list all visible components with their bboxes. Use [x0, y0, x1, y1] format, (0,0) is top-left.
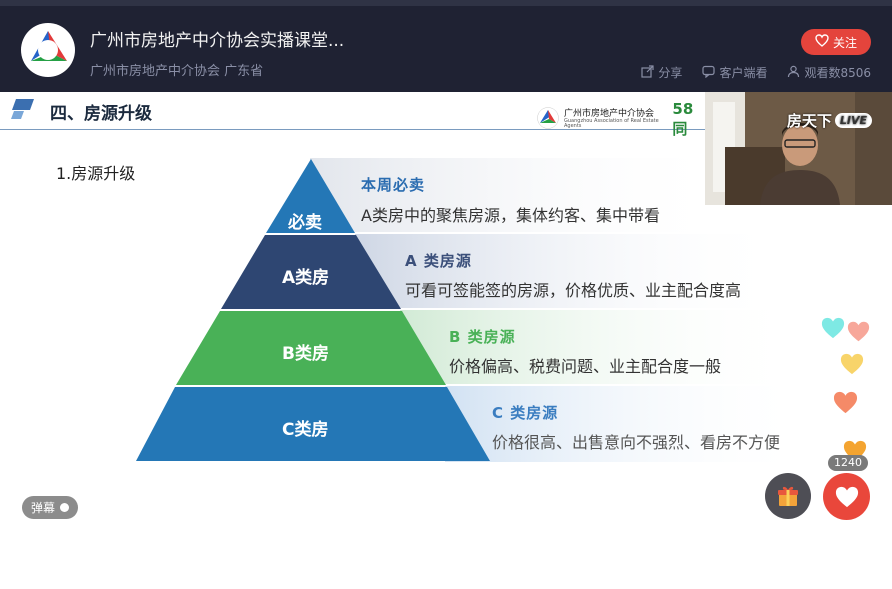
viewer-count: 观看数8506 [787, 64, 871, 81]
presenter-video[interactable]: 房天下 LIVE [705, 92, 892, 205]
stream-subtitle: 广州市房地产中介协会 广东省 [90, 64, 264, 79]
toggle-knob-icon [60, 503, 69, 512]
tier-heading-a: A 类房源 [405, 252, 472, 270]
tier-desc-must-sell: A类房中的聚焦房源，集体约客、集中带看 [361, 206, 660, 225]
tier-desc-b: 价格偏高、税费问题、业主配合度一般 [449, 357, 722, 376]
association-name: 广州市房地产中介协会 Guangzhou Association of Real… [564, 108, 667, 130]
band-bg-a [355, 234, 785, 308]
follow-label: 关注 [832, 35, 857, 50]
share-label: 分享 [658, 66, 683, 80]
tier-label-a: A类房 [282, 268, 330, 288]
heart-icon [835, 486, 858, 507]
follow-button[interactable]: 关注 [801, 29, 871, 55]
stream-title: 广州市房地产中介协会实播课堂... [90, 31, 345, 51]
heart-plus-icon [815, 34, 829, 50]
slide-title: 四、房源升级 [50, 104, 152, 124]
floating-heart-icon [847, 321, 870, 342]
tier-desc-a: 可看可签能签的房源，价格优质、业主配合度高 [405, 281, 742, 300]
chat-icon [702, 65, 716, 81]
share-link[interactable]: 分享 [641, 64, 682, 81]
fangtianxia-live-brand: 房天下 LIVE [787, 110, 872, 131]
fangtianxia-brand-text: 房天下 [786, 112, 832, 130]
band-bg-must-sell [310, 158, 730, 232]
association-name-en: Guangzhou Association of Real Estate Age… [564, 117, 659, 130]
stream-header: 广州市房地产中介协会实播课堂... 广州市房地产中介协会 广东省 关注 分享 客… [0, 0, 892, 92]
share-icon [641, 64, 655, 81]
like-count-badge: 1240 [828, 455, 868, 471]
section-label: 1.房源升级 [56, 164, 136, 183]
association-name-cn: 广州市房地产中介协会 [564, 108, 655, 119]
tier-label-c: C类房 [282, 420, 329, 440]
stream-stats: 分享 客户端看 观看数8506 [641, 64, 871, 81]
pyramid-diagram [136, 158, 805, 462]
tier-heading-c: C 类房源 [492, 404, 559, 422]
tier-label-b: B类房 [282, 344, 329, 364]
client-view-link[interactable]: 客户端看 [702, 64, 767, 81]
slide-title-bar: 四、房源升级 广州市房地产中介协会 Guangzhou Association … [0, 92, 705, 138]
band-bg-b [400, 310, 800, 384]
danmu-label: 弹幕 [30, 501, 55, 515]
slide-bullet-icon [10, 97, 38, 125]
tier-heading-b: B 类房源 [449, 328, 516, 346]
gift-icon [778, 486, 798, 506]
brand-58-mark: 58同 [672, 100, 694, 138]
floating-heart-icon [833, 391, 858, 414]
viewer-count-label: 观看数8506 [804, 66, 871, 80]
floating-heart-icon [821, 317, 845, 339]
association-logo-icon [537, 106, 559, 133]
user-icon [787, 65, 800, 81]
floating-heart-icon [840, 353, 864, 375]
pyramid-tier-b [176, 311, 446, 385]
tier-heading-must-sell: 本周必卖 [361, 176, 426, 194]
association-brand: 广州市房地产中介协会 Guangzhou Association of Real… [537, 100, 705, 139]
live-badge: LIVE [834, 113, 872, 128]
danmu-toggle[interactable]: 弹幕 [22, 496, 78, 519]
like-button[interactable] [823, 473, 870, 520]
channel-logo[interactable] [21, 23, 75, 77]
pyramid-tier-c [136, 387, 490, 461]
pyramid-tier-a [221, 235, 401, 309]
tier-label-must-sell: 必卖 [288, 213, 322, 233]
presenter-video-frame [705, 92, 892, 205]
band-bg-c [445, 386, 805, 462]
gift-button[interactable] [765, 473, 811, 519]
pyramid-tier-must-sell [266, 159, 355, 233]
client-view-label: 客户端看 [719, 66, 768, 80]
tier-desc-c: 价格很高、出售意向不强烈、看房不方便 [492, 433, 781, 452]
